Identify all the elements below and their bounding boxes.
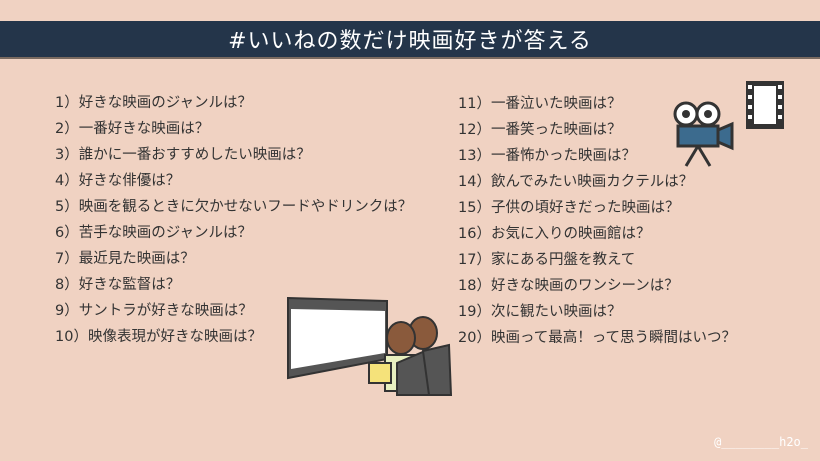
list-item: 3）誰かに一番おすすめしたい映画は？ <box>55 147 311 163</box>
list-item: 6）苦手な映画のジャンルは？ <box>55 225 252 241</box>
list-item: 12）一番笑った映画は？ <box>458 122 622 138</box>
list-item: 15）子供の頃好きだった映画は？ <box>458 200 680 216</box>
list-item: 13）一番怖かった映画は？ <box>458 148 636 164</box>
theater-illustration <box>287 296 453 396</box>
list-item: 8）好きな監督は？ <box>55 277 181 293</box>
question-list-left: 1）好きな映画のジャンルは？ 2）一番好きな映画は？ 3）誰かに一番おすすめした… <box>55 90 425 350</box>
list-item: 7）最近見た映画は？ <box>55 251 195 267</box>
author-handle: @________h2o_ <box>714 435 808 449</box>
list-item: 18）好きな映画のワンシーンは？ <box>458 278 679 294</box>
list-item: 10）映像表現が好きな映画は？ <box>55 329 262 345</box>
list-item: 4）好きな俳優は？ <box>55 173 181 189</box>
list-item: 16）お気に入りの映画館は？ <box>458 226 651 242</box>
list-item: 19）次に観たい映画は？ <box>458 304 622 320</box>
page-title: #いいねの数だけ映画好きが答える <box>228 29 592 54</box>
list-item: 2）一番好きな映画は？ <box>55 121 210 137</box>
title-banner: #いいねの数だけ映画好きが答える <box>0 21 820 59</box>
question-list-right: 11）一番泣いた映画は？ 12）一番笑った映画は？ 13）一番怖かった映画は？ … <box>458 91 736 351</box>
film-strip-icon <box>746 81 784 129</box>
movie-camera-icon <box>673 101 734 167</box>
list-item: 11）一番泣いた映画は？ <box>458 96 622 112</box>
list-item: 17）家にある円盤を教えて <box>458 252 636 268</box>
list-item: 5）映画を観るときに欠かせないフードやドリンクは？ <box>55 199 413 215</box>
list-item: 9）サントラが好きな映画は？ <box>55 303 253 319</box>
list-item: 20）映画って最高！って思う瞬間はいつ？ <box>458 330 736 346</box>
list-item: 1）好きな映画のジャンルは？ <box>55 95 252 111</box>
list-item: 14）飲んでみたい映画カクテルは？ <box>458 174 694 190</box>
